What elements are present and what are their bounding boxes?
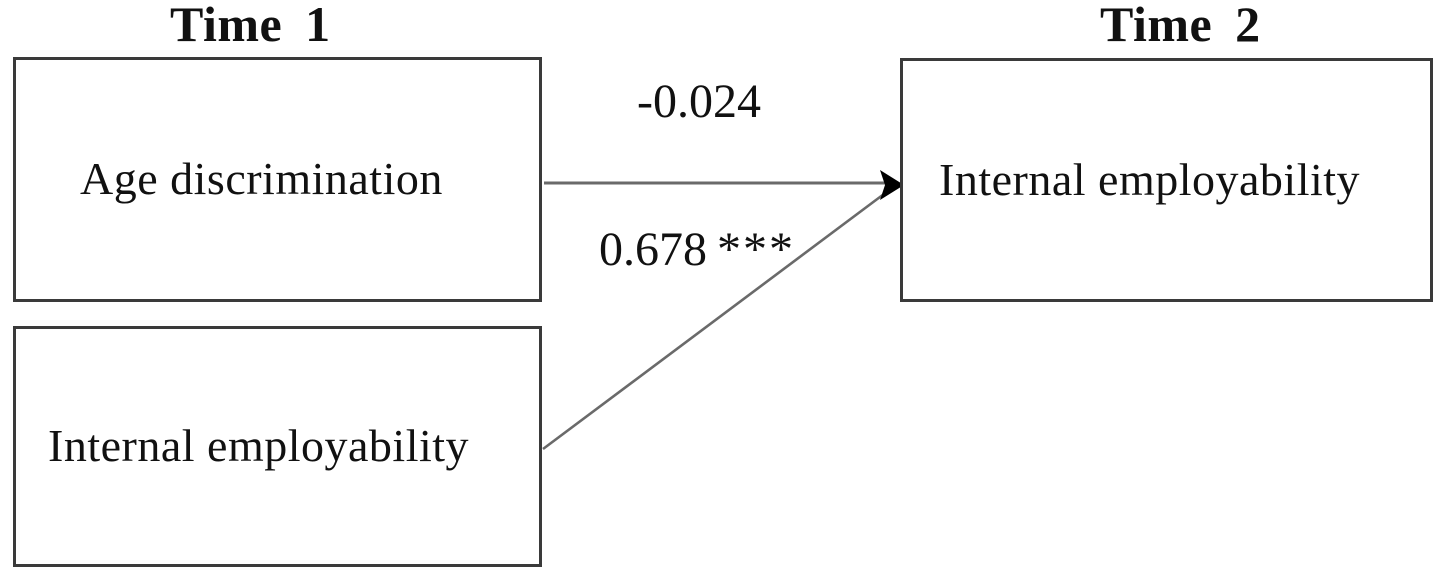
arrow-employability-stability [542, 189, 889, 451]
node-internal-employability-t1: Internal employability [13, 326, 542, 567]
node-label: Internal employability [939, 153, 1361, 205]
node-age-discrimination-t1: Age discrimination [13, 57, 542, 302]
arrowhead-icon [880, 170, 904, 200]
node-label: Internal employability [48, 420, 470, 472]
coefficient-value: -0.024 [637, 75, 761, 128]
node-label: Age discrimination [80, 153, 443, 205]
coefficient-value: 0.678 [599, 223, 707, 276]
column-header-time1: Time 1 [170, 0, 331, 52]
path-coefficient-employability-stability: 0.678*** [599, 226, 795, 274]
column-header-time2: Time 2 [1100, 0, 1261, 52]
path-coefficient-age-to-employability: -0.024 [637, 78, 771, 126]
node-internal-employability-t2: Internal employability [900, 58, 1433, 302]
significance-stars: *** [717, 223, 795, 276]
